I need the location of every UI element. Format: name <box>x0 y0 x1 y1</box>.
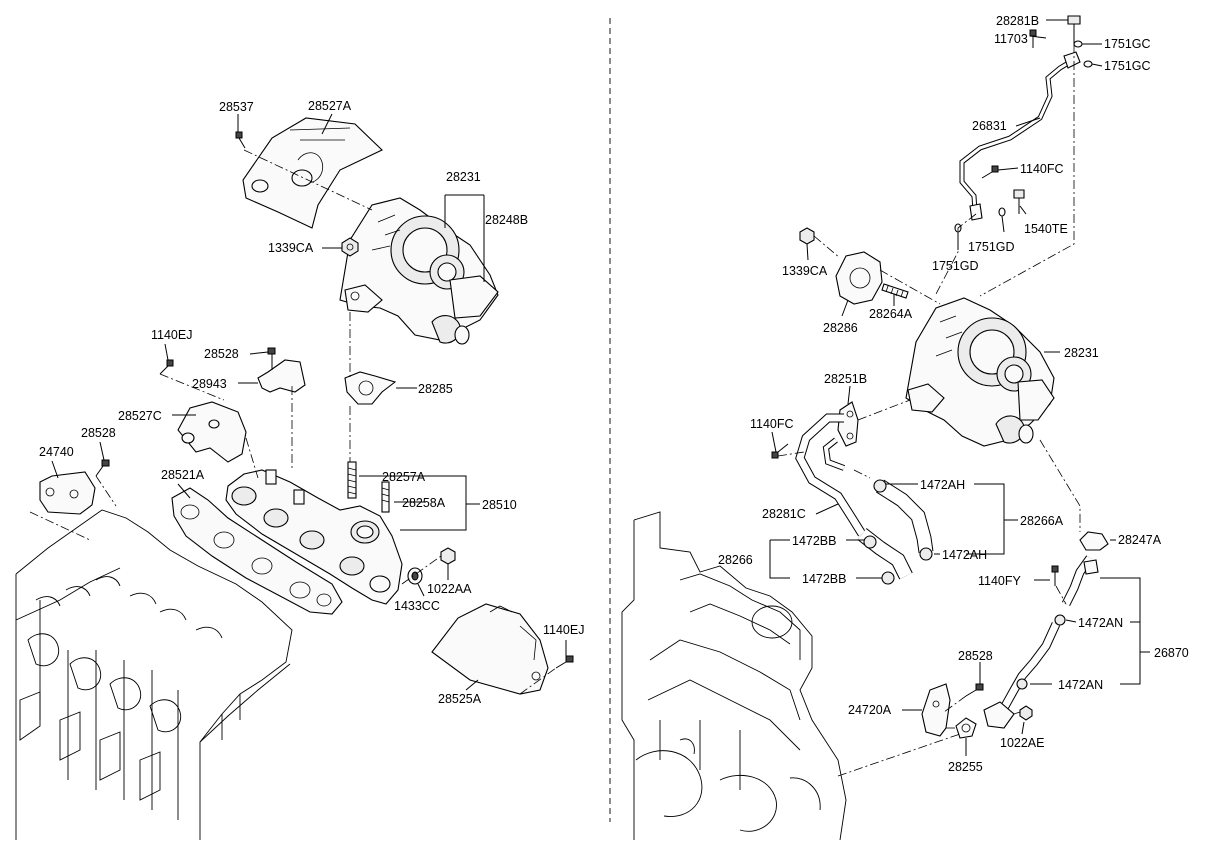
label-26831: 26831 <box>972 119 1007 133</box>
label-28231-right: 28231 <box>1064 346 1099 360</box>
label-1472AN-lower: 1472AN <box>1058 678 1103 692</box>
gasket-28285 <box>344 371 397 405</box>
heat-shield-hole <box>251 179 269 193</box>
bolt-28537-head <box>235 131 243 139</box>
clamp-1472BB-b <box>881 571 895 585</box>
bracket-28943 <box>257 359 306 393</box>
label-28247A: 28247A <box>1118 533 1162 547</box>
label-28521A: 28521A <box>161 468 205 482</box>
gasket-28521A <box>171 487 343 615</box>
label-28285: 28285 <box>418 382 453 396</box>
label-28255: 28255 <box>948 760 983 774</box>
nut-1339CA-right <box>799 227 815 245</box>
nut-1339CA <box>341 237 359 257</box>
turbocharger-right <box>905 297 1055 447</box>
turbocharger-left <box>339 197 499 345</box>
labels: 28537 28527A 28231 28248B 1339CA 1140EJ … <box>39 14 1189 774</box>
heat-shield-28527A <box>242 117 383 229</box>
label-28264A: 28264A <box>869 307 913 321</box>
clamp-1472AH-a <box>873 479 887 493</box>
label-28527C: 28527C <box>118 409 162 423</box>
bolt-28537-shank <box>238 137 246 149</box>
label-1751GC-lower: 1751GC <box>1104 59 1151 73</box>
label-28528-right: 28528 <box>958 649 993 663</box>
bolt-11703 <box>1029 29 1037 37</box>
label-1472BB-upper: 1472BB <box>792 534 836 548</box>
label-1140FC-upper: 1140FC <box>1020 162 1064 176</box>
label-1540TE: 1540TE <box>1024 222 1068 236</box>
flange-26870 <box>983 701 1015 729</box>
label-1472AN-upper: 1472AN <box>1078 616 1123 630</box>
left-panel <box>15 117 574 840</box>
label-28281C: 28281C <box>762 507 806 521</box>
label-1472AH-lower: 1472AH <box>942 548 987 562</box>
label-28257A: 28257A <box>382 470 426 484</box>
label-28528-left: 28528 <box>81 426 116 440</box>
label-28251B: 28251B <box>824 372 867 386</box>
label-28527A: 28527A <box>308 99 352 113</box>
stud-28264A <box>881 283 909 299</box>
label-28525A: 28525A <box>438 692 482 706</box>
label-1339CA-left: 1339CA <box>268 241 314 255</box>
label-1472AH-upper: 1472AH <box>920 478 965 492</box>
heat-shield-hole-2 <box>291 169 313 187</box>
heat-protector-28527C <box>177 401 247 463</box>
label-1751GD-a: 1751GD <box>968 240 1015 254</box>
label-1140FY: 1140FY <box>978 574 1022 588</box>
bracket-24720A <box>921 683 951 737</box>
label-1751GC-upper: 1751GC <box>1104 37 1151 51</box>
gasket-28255 <box>955 717 977 739</box>
label-28537: 28537 <box>219 100 254 114</box>
label-28286: 28286 <box>823 321 858 335</box>
label-24720A: 24720A <box>848 703 892 717</box>
clamp-1472BB-a <box>863 535 877 549</box>
manifold-boss <box>265 469 277 485</box>
label-28943: 28943 <box>192 377 227 391</box>
label-1022AE: 1022AE <box>1000 736 1044 750</box>
label-1140EJ-lower: 1140EJ <box>543 623 584 637</box>
label-28248B: 28248B <box>485 213 528 227</box>
label-1022AA: 1022AA <box>427 582 472 596</box>
label-1751GD-b: 1751GD <box>932 259 979 273</box>
label-28510: 28510 <box>482 498 517 512</box>
label-1472BB-lower: 1472BB <box>802 572 846 586</box>
label-1140EJ-upper: 1140EJ <box>151 328 192 342</box>
label-11703: 11703 <box>994 32 1028 46</box>
gasket-28247A <box>1079 531 1109 551</box>
right-leaders <box>769 19 1150 756</box>
label-1140FC-lower: 1140FC <box>750 417 794 431</box>
bolt-28281B <box>1067 15 1081 25</box>
clamp-1472AH-b <box>919 547 933 561</box>
label-28266A: 28266A <box>1020 514 1064 528</box>
label-28258A: 28258A <box>402 496 446 510</box>
label-26870: 26870 <box>1154 646 1189 660</box>
gasket-28286 <box>835 251 883 305</box>
stud-28258A <box>381 481 390 513</box>
label-28528-upper: 28528 <box>204 347 239 361</box>
bracket-24740 <box>39 471 96 515</box>
nut-1022AE <box>1019 705 1033 721</box>
right-panel <box>621 15 1109 841</box>
label-28266: 28266 <box>718 553 753 567</box>
label-28231-left: 28231 <box>446 170 481 184</box>
label-1339CA-right: 1339CA <box>782 264 828 278</box>
label-28281B: 28281B <box>996 14 1039 28</box>
nut-1022AA <box>440 547 456 565</box>
gasket-28251B <box>837 401 859 447</box>
label-1433CC: 1433CC <box>394 599 440 613</box>
bolt-1540TE <box>1013 189 1025 199</box>
left-leaders <box>51 113 567 691</box>
label-24740: 24740 <box>39 445 74 459</box>
heat-protector-28525A <box>431 603 549 695</box>
